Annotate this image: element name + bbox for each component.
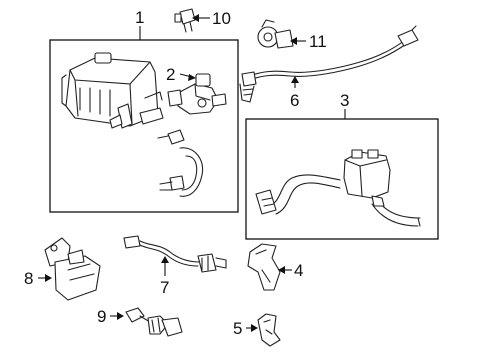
callout-arrow-2 (179, 73, 196, 81)
callout-8: 8 (24, 269, 33, 288)
heat-shield-lower (257, 313, 281, 347)
vsv-group-box (245, 118, 439, 240)
charcoal-canister (61, 52, 164, 129)
callout-1: 1 (135, 8, 144, 27)
callout-arrow-7 (161, 256, 169, 276)
vacuum-switching-valve (343, 149, 421, 227)
canister-hose (157, 129, 204, 197)
callout-10: 10 (212, 9, 231, 28)
callout-3: 3 (340, 91, 349, 110)
pressure-sensor (174, 8, 196, 33)
oxygen-sensor-upper (239, 25, 419, 103)
callout-5: 5 (233, 319, 242, 338)
canister-group-box (49, 39, 239, 213)
callout-arrow-6 (291, 76, 299, 88)
callout-7: 7 (160, 278, 169, 297)
callout-6: 6 (290, 91, 299, 110)
callout-11: 11 (309, 32, 327, 51)
oxygen-sensor-connector (125, 307, 183, 337)
callout-9: 9 (97, 307, 106, 326)
callout-arrow-11 (290, 37, 306, 45)
vsv-connector (257, 19, 294, 49)
vsv-hose (255, 174, 341, 215)
callout-arrow-5 (246, 324, 258, 332)
callout-arrow-9 (110, 312, 124, 320)
oxygen-sensor-lower (123, 235, 227, 273)
heat-shield-upper (247, 243, 281, 291)
callout-4: 4 (294, 261, 303, 280)
callout-2: 2 (166, 65, 175, 84)
callout-arrow-4 (278, 266, 292, 274)
callout-arrow-8 (38, 274, 52, 282)
callout-arrow-10 (192, 14, 210, 22)
vsv-bracket (44, 237, 101, 301)
purge-valve (167, 73, 227, 115)
